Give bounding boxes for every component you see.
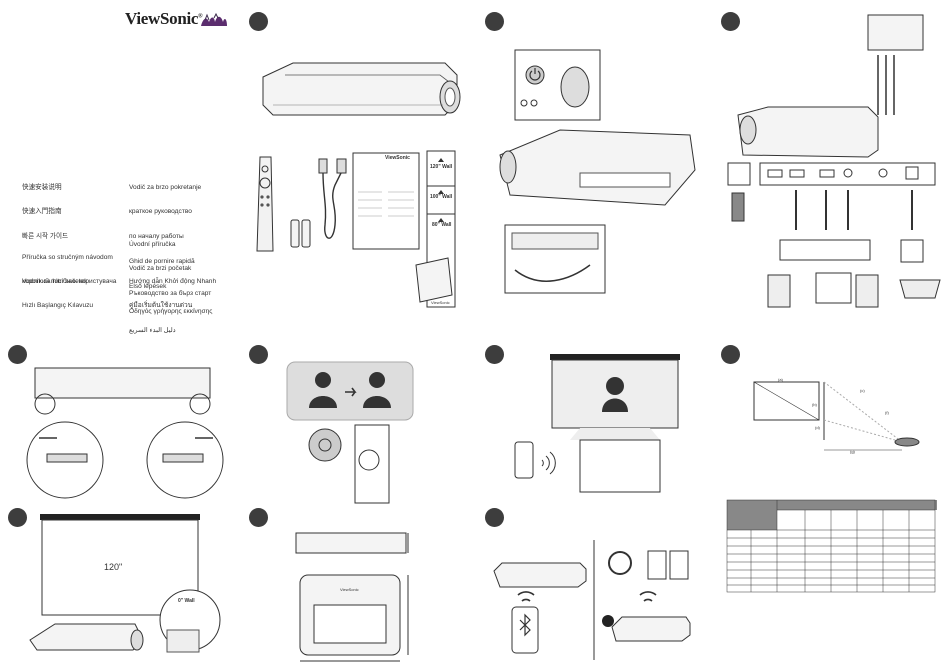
screen-wall-label: 0" Wall xyxy=(178,598,195,604)
wall-template-strip xyxy=(415,150,456,308)
batteries-icon xyxy=(290,219,311,248)
step-marker-3 xyxy=(721,12,740,31)
distance-diagram xyxy=(753,381,920,451)
remote-pairing-illustration xyxy=(286,361,414,504)
step-marker-5 xyxy=(249,345,268,364)
lang-item: Hızlı Başlangıç Kılavuzu xyxy=(22,302,94,310)
screen-size-label: 120" xyxy=(104,562,123,572)
dist-label-d: (d) xyxy=(815,425,820,430)
lang-item: Vodič za brzo pokretanje xyxy=(129,183,202,191)
dims-logo: ViewSonic xyxy=(340,587,359,592)
lang-item: 快速入門指南 xyxy=(22,208,62,216)
step-marker-2 xyxy=(485,12,504,31)
wall-label-100: 100" Wall xyxy=(430,194,453,200)
projector-illustration xyxy=(262,62,461,116)
guide-logo: ViewSonic xyxy=(385,155,410,161)
lang-list-right-1: Vodič za brzo pokretanje краткое руковод… xyxy=(129,167,212,325)
step-marker-7 xyxy=(721,345,740,364)
lang-item: Első lépések xyxy=(129,283,167,291)
lang-list-right-3: Hướng dẫn Khởi động Nhanh คู่มือเริ่มต้น… xyxy=(129,261,216,344)
dist-label-a: (a) xyxy=(778,377,783,382)
lang-list-right-2: Úvodní příručka Vodič za brzi početak Ръ… xyxy=(129,224,211,307)
lang-item: короткий посібник користувача xyxy=(22,277,117,285)
step-marker-4 xyxy=(8,345,27,364)
lang-list-left-2: Příručka so stručným návodom Vodnik za h… xyxy=(22,237,113,295)
remote-control-icon xyxy=(256,156,274,252)
strip-logo: ViewSonic xyxy=(431,300,450,305)
step-marker-9 xyxy=(249,508,268,527)
wall-label-80: 80" Wall xyxy=(432,222,452,228)
lang-item: دليل البدء السريع xyxy=(129,327,176,335)
lang-item: краткое руководство xyxy=(129,208,192,216)
connections-diagram xyxy=(727,14,941,308)
lang-item: Úvodní příručka xyxy=(129,240,176,248)
lang-item: Vodič za brzi početak xyxy=(129,265,192,273)
brand-logo: ViewSonic® xyxy=(125,9,203,28)
dimensions-illustration xyxy=(295,532,409,662)
lang-item: Ръководство за бърз старт xyxy=(129,290,212,298)
power-on-illustration xyxy=(499,49,696,294)
lang-item: คู่มือเริ่มต้นใช้งานด่วน xyxy=(129,302,193,310)
step-marker-8 xyxy=(8,508,27,527)
dist-label-g: (g) xyxy=(850,449,855,454)
bluetooth-illustration xyxy=(493,540,691,660)
step-marker-6 xyxy=(485,345,504,364)
lang-list-left-1: 快速安装说明 快速入門指南 빠른 시작 가이드 xyxy=(22,167,68,250)
lang-list-left-3: короткий посібник користувача Hızlı Başl… xyxy=(22,261,116,319)
power-cord-icon xyxy=(318,158,347,239)
lang-item: Vodnik za hitri začetek xyxy=(22,278,88,286)
screen-setup-illustration xyxy=(29,514,221,653)
brand-text: ViewSonic xyxy=(125,9,199,28)
dist-label-f: (f) xyxy=(885,410,889,415)
quick-start-guide-icon xyxy=(352,152,420,250)
step-marker-10 xyxy=(485,508,504,527)
lang-item: по началу работы xyxy=(129,233,184,241)
step-marker-1 xyxy=(249,12,268,31)
lang-item: Příručka so stručným návodom xyxy=(22,253,113,261)
lang-item: 快速安装说明 xyxy=(22,183,62,191)
lang-item: Ghid de pornire rapidă xyxy=(129,258,195,266)
leveling-feet-illustration xyxy=(26,367,224,499)
dist-label-c: (c) xyxy=(860,388,865,393)
lang-item: Hướng dẫn Khởi động Nhanh xyxy=(129,277,217,285)
screen-cast-illustration xyxy=(514,354,680,493)
lang-item: 빠른 시작 가이드 xyxy=(22,233,69,241)
birds-logo-icon xyxy=(201,12,227,26)
distance-table xyxy=(726,499,937,593)
dist-label-b: (b) xyxy=(812,402,817,407)
lang-item: Οδηγός γρήγορης εκκίνησης xyxy=(129,308,213,316)
wall-label-120: 120" Wall xyxy=(430,164,453,170)
